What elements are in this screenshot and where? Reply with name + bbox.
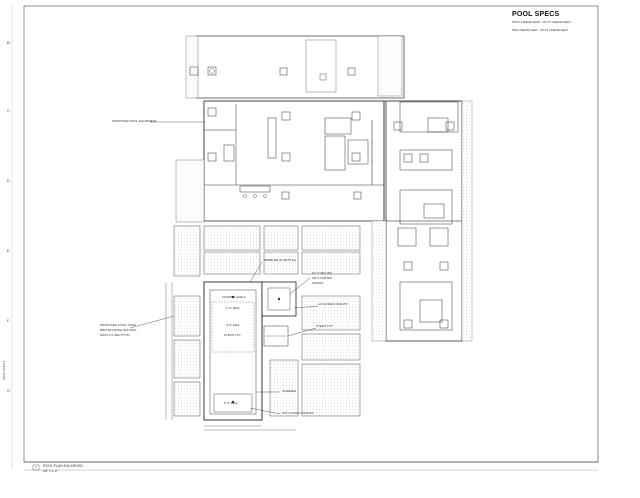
grid-label-c: C <box>7 108 10 113</box>
callout-skimmer: SKIMMER <box>282 389 297 393</box>
plan-scale: 1/8" = 1'-0" <box>43 469 58 473</box>
callout-fire-pit: LF SUNKEN FIRE PIT <box>318 302 349 306</box>
callout-paving-3: GRAY 2.5 SECT(TYP.) <box>100 333 131 337</box>
concrete-pad-grid <box>173 225 361 417</box>
spa-linear-feet: SPA LINEAR FEET - 36 FT LINEAR FEET <box>512 28 569 32</box>
callout-spa-dim: 10' 0" SPA (52) <box>312 271 333 275</box>
callout-anti-vortex-2: DRAINS <box>312 281 324 285</box>
callout-depth-3: 5'-0" REQ. <box>224 401 239 405</box>
callout-paving: PROPOSED CONC. PADS <box>100 323 137 327</box>
pool-specs-title: POOL SPECS <box>512 11 560 18</box>
grid-label-e: E <box>7 248 10 253</box>
callout-pool-equipment: PROPOSED POOL EQUIPMENT <box>112 119 157 123</box>
plan-title: POOL PLAN ENLARGED <box>43 464 83 468</box>
callout-depth-2: 3'-6" REQ. <box>226 323 241 327</box>
pool-linear-feet: POOL LINEAR FEET - 84 FT LINEAR FEET <box>512 20 571 24</box>
callout-anti-vortex: ANTI-VORTEX <box>312 276 333 280</box>
grid-label-g: G <box>7 388 11 393</box>
callout-steps-typ: STEPS TYP. <box>224 333 241 337</box>
callout-paving-2: BROOM FINISH NATURAL <box>100 328 137 332</box>
grid-label-b: B <box>7 40 10 45</box>
plan-number: 1 <box>35 465 37 469</box>
pool-outline <box>203 281 263 421</box>
callout-depth-1: 1'-6" REQ. <box>226 306 241 310</box>
grid-label-d: D <box>7 178 10 183</box>
callout-bubbler: BUBBLER (4) SETS EA. <box>264 258 297 262</box>
upper-house-wall <box>195 35 405 99</box>
callout-step: STEPS TYP. <box>316 324 333 328</box>
callout-tanning-shelf: TANNING SHELF <box>222 295 246 299</box>
callout-anti-drain: ANTI-SAFETY DRAINS <box>282 411 314 415</box>
grid-label-f: F <box>7 318 10 323</box>
side-strip-label: POOL SPECS <box>2 360 6 380</box>
